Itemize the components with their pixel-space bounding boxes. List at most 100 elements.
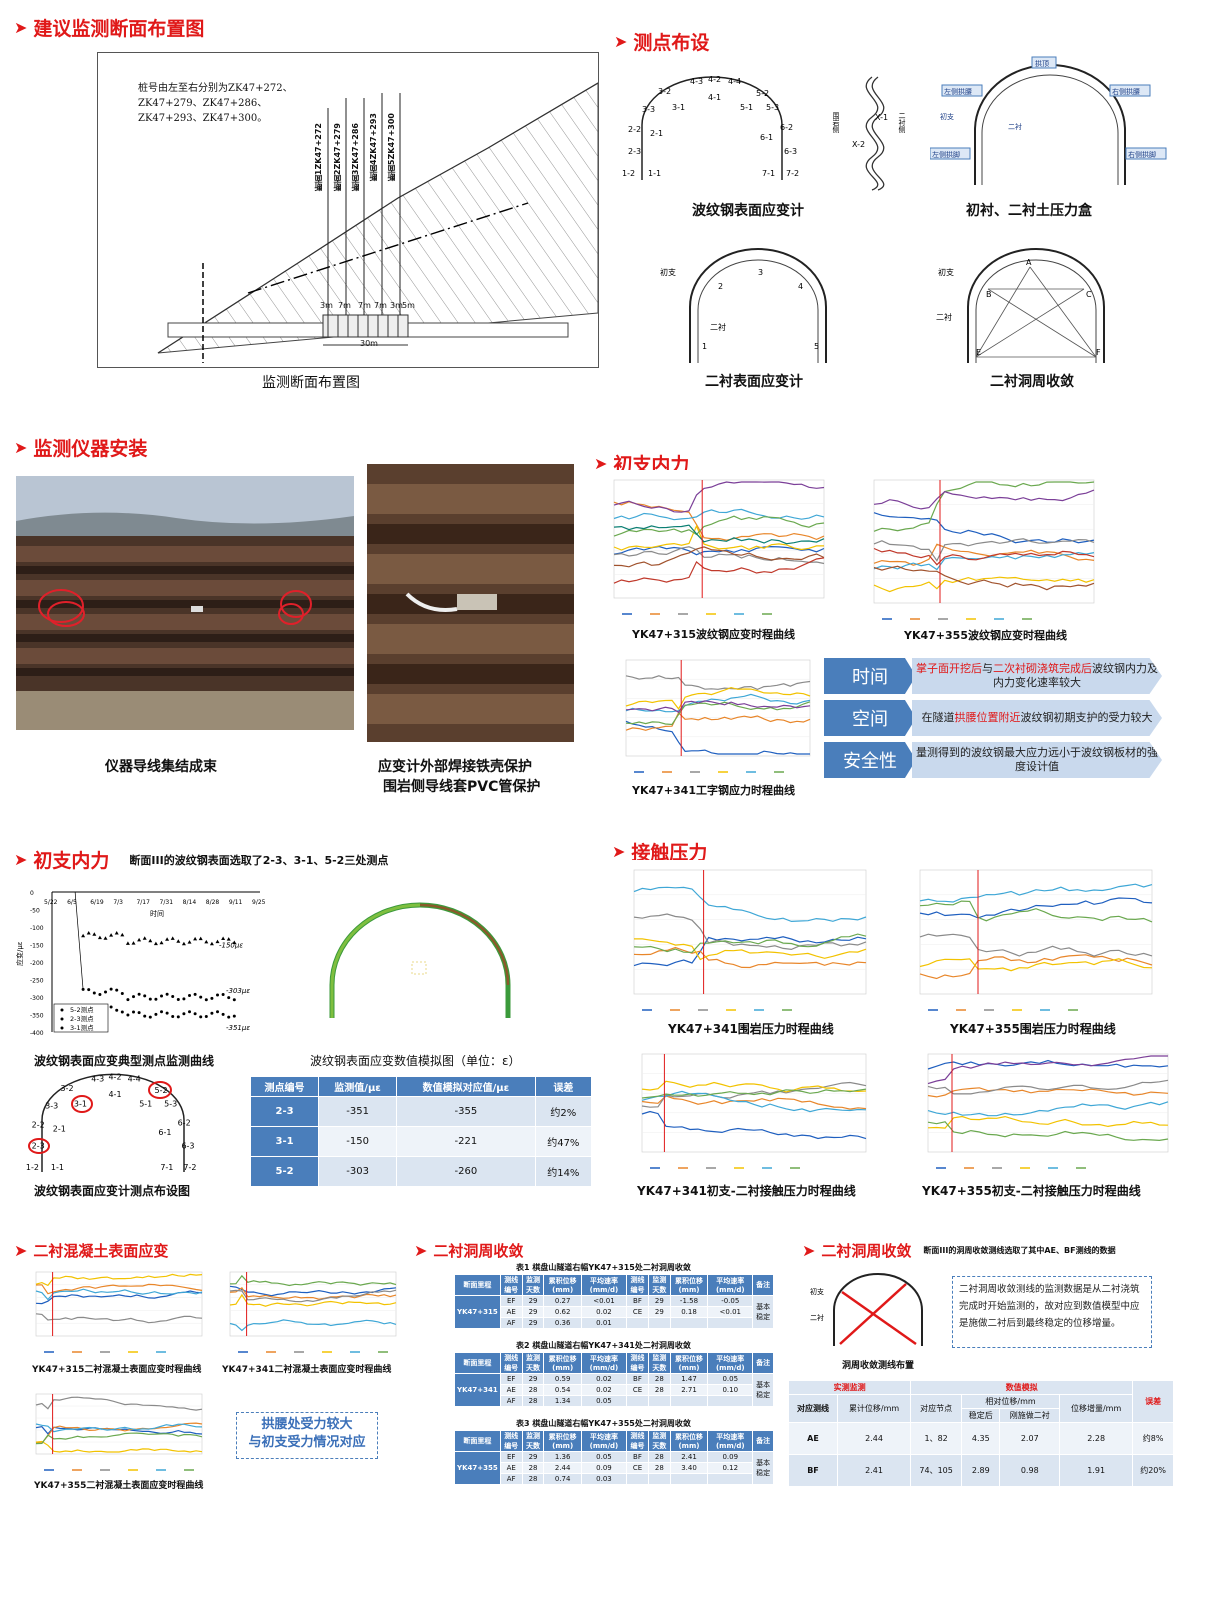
table-header: 断面里程 [454, 1430, 501, 1452]
x-tick-label: 7/17 [136, 899, 150, 906]
data-point [109, 1005, 113, 1009]
series-line [625, 686, 811, 710]
arrow-icon: ➤ [14, 850, 28, 869]
table-header: 平均速率(mm/d) [580, 1430, 627, 1452]
data-point [165, 937, 170, 941]
photo-cable-bundle-image [16, 476, 354, 730]
x-tick-label: 8/14 [183, 899, 197, 906]
table-cell [669, 1395, 709, 1407]
data-point [92, 932, 97, 936]
conv-table-title: 表2 棋盘山隧道右幅YK47+341处二衬洞周收敛 [516, 1341, 691, 1350]
table-cell: -221 [396, 1126, 536, 1157]
table-row: 3-1 -150 -221 约47% [249, 1126, 593, 1157]
data-point [81, 933, 86, 938]
table-header: 测线编号 [625, 1274, 649, 1296]
table-header: 监测天数 [647, 1430, 671, 1452]
table-cell: 0.05 [580, 1395, 627, 1407]
arrow-icon: ➤ [594, 454, 608, 473]
table-cell: -355 [396, 1096, 536, 1127]
wave-label-rock: 围岩侧 [832, 112, 840, 134]
series-line [633, 933, 867, 954]
table-cell: AF [499, 1317, 523, 1329]
table-cell: <0.01 [707, 1306, 754, 1318]
finding-text: 掌子面开挖后与二次衬砌浇筑完成后波纹钢内力及内力变化速率较大 [912, 658, 1162, 694]
chart-yk355-rock-pressure [898, 860, 1160, 1016]
table-cell: BF [625, 1373, 649, 1385]
wave-label-x2: X-2 [852, 140, 865, 149]
data-point [154, 997, 158, 1001]
series-line [919, 900, 1153, 923]
photo-cable-bundle [16, 476, 354, 730]
series-line [35, 1396, 203, 1411]
series-line [927, 1087, 1169, 1098]
finding-highlight: 掌子面开挖后 [916, 662, 982, 675]
lining-point-label: 2 [718, 282, 723, 291]
y-tick-label: -350 [30, 1013, 44, 1020]
simulation-figure [329, 902, 511, 1018]
table-cell: 29 [521, 1317, 545, 1329]
point-label: 2-1 [53, 1124, 66, 1133]
table-header: 测线编号 [625, 1430, 649, 1452]
point-label: 1-2 [622, 169, 635, 178]
series-line [35, 1283, 203, 1295]
arrow-icon: ➤ [14, 438, 28, 457]
table-cell: 0.36 [543, 1317, 582, 1329]
point-label: 3-2 [658, 87, 671, 96]
series-line [613, 546, 825, 565]
table-cell [669, 1473, 709, 1485]
chart-caption: YK47+355围岩压力时程曲线 [950, 1022, 1116, 1036]
table-row: 5-2 -303 -260 约14% [249, 1156, 593, 1187]
conv-compare-table: 实测监测 数值模拟 误差 对应测线 累计位移/mm 对应节点 相对位移/mm 位… [787, 1380, 1174, 1487]
table-header: 累积位移(mm) [669, 1352, 709, 1374]
table-cell [707, 1395, 754, 1407]
point-label: 6-3 [181, 1142, 194, 1151]
arrow-icon: ➤ [614, 32, 628, 51]
layout-caption: 监测断面布置图 [262, 375, 360, 391]
table-cell [707, 1317, 754, 1329]
table-cell: -303 [318, 1156, 398, 1187]
point-label: 4-1 [708, 93, 721, 102]
series-line [927, 1115, 1169, 1129]
table-cell: -351 [318, 1096, 398, 1127]
box-label-lfoot: 左侧拱脚 [932, 150, 960, 159]
point-label: 4-4 [128, 1074, 141, 1083]
x-tick-label: 6/19 [90, 899, 104, 906]
table-header: 测线编号 [499, 1352, 523, 1374]
series-line [35, 1422, 203, 1444]
point-label: 5-3 [164, 1099, 177, 1108]
dim-label: 3m [320, 301, 333, 310]
series-line [625, 693, 811, 713]
sim-header: 数值模拟对应值/με [396, 1076, 536, 1097]
series-line [633, 886, 867, 923]
data-point [204, 1015, 208, 1019]
data-point [115, 988, 119, 992]
series-line [873, 512, 1095, 544]
series-line [613, 515, 825, 537]
series-line [873, 565, 1095, 591]
conv-point-label: B [986, 290, 992, 299]
table-cell [669, 1317, 709, 1329]
series-line [625, 720, 810, 755]
x-axis-label: 时间 [150, 909, 164, 918]
table-cell: BF [625, 1451, 649, 1463]
series-line [873, 481, 1095, 532]
table-cell: 0.05 [580, 1451, 627, 1463]
table-header: 累积位移(mm) [543, 1352, 582, 1374]
point-label: 7-2 [786, 169, 799, 178]
data-point [199, 995, 203, 999]
finding-highlight: 二次衬砌浇筑完成后 [993, 662, 1092, 675]
legend-marker [60, 1008, 64, 1012]
y-tick-label: -300 [30, 995, 44, 1002]
conv-point-label: E [976, 348, 981, 357]
table-cell: 0.27 [543, 1295, 582, 1307]
data-point [204, 939, 209, 944]
series-line [229, 1319, 397, 1332]
legend-marker [60, 1017, 64, 1021]
data-point [120, 992, 124, 996]
point-label: 6-2 [178, 1119, 191, 1128]
table-cell: 2-3 [249, 1096, 320, 1127]
series-line [613, 501, 825, 541]
series-line [919, 897, 1153, 919]
